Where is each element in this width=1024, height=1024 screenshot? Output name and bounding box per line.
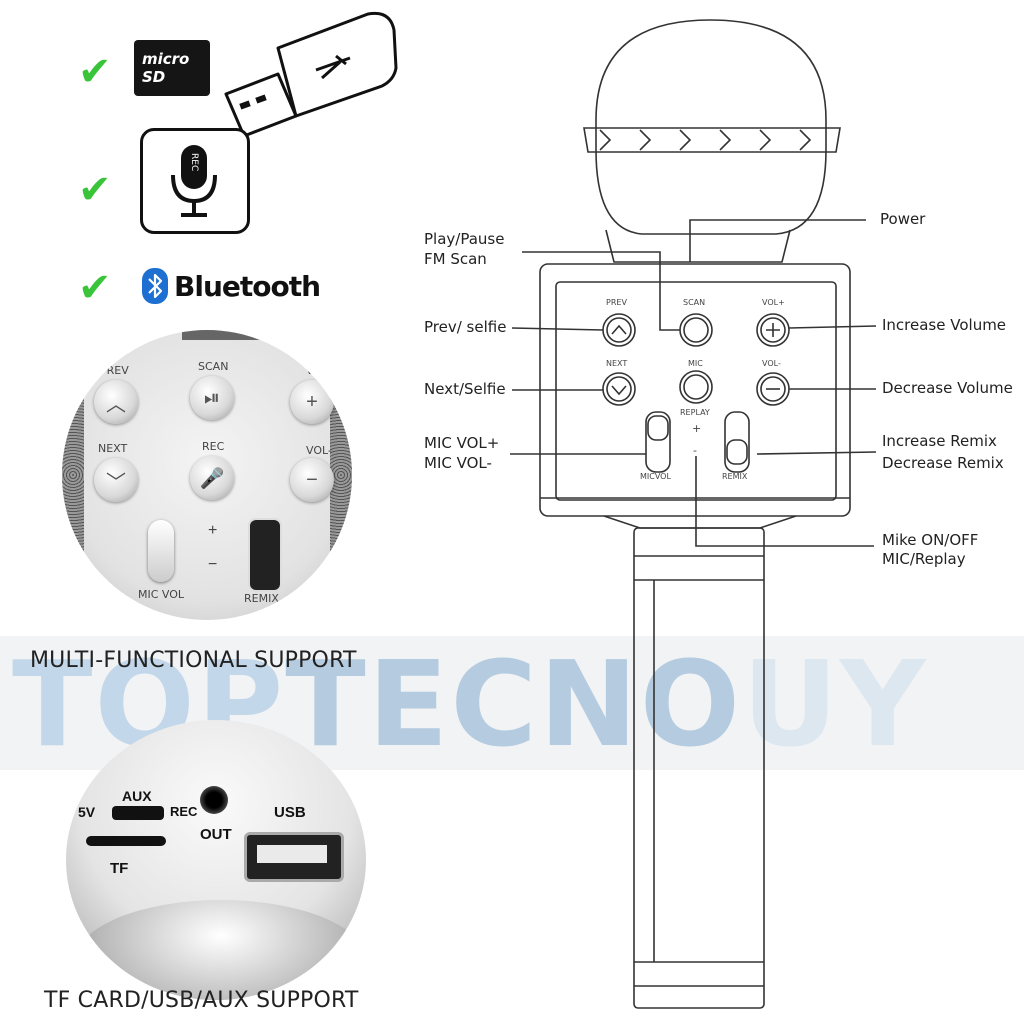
callout-mic-vol-minus: MIC VOL- [424, 454, 492, 472]
watermark: TOPTECNOUY [12, 645, 927, 763]
bluetooth-label: Bluetooth [174, 270, 321, 303]
prev-button[interactable]: ︿ [94, 380, 138, 424]
microsd-label: micro SD [142, 50, 190, 86]
chrome-base [76, 900, 366, 1000]
next-label: NEXT [98, 442, 128, 455]
callout-power: Power [880, 210, 926, 228]
callout-mic-replay: MIC/Replay [882, 550, 966, 568]
rec-label-closeup: REC [202, 440, 225, 453]
tf-card-slot[interactable] [86, 836, 166, 846]
callout-next-selfie: Next/Selfie [424, 380, 506, 398]
callout-mike-on-off: Mike ON/OFF [882, 531, 979, 549]
rec-button[interactable]: 🎤 [190, 456, 234, 500]
panel-scan-label: SCAN [683, 298, 706, 307]
remix-label: REMIX [244, 592, 279, 605]
callout-fm-scan: FM Scan [424, 250, 487, 268]
panel-vol-plus-label: VOL+ [762, 298, 785, 307]
minus-label: − [208, 556, 218, 573]
callout-prev-selfie: Prev/ selfie [424, 318, 507, 336]
out-label: OUT [200, 826, 232, 843]
mic-neck [605, 229, 791, 263]
top-edge [182, 330, 262, 340]
ports-closeup: AUX 5V REC OUT USB TF [66, 720, 366, 1000]
plus-label: + [208, 522, 218, 539]
speaker-grille-right [330, 390, 352, 560]
usb-port[interactable] [244, 832, 344, 882]
panel-vol-minus-label: VOL- [762, 359, 781, 368]
speaker-grille-left [62, 390, 84, 560]
scan-label: SCAN [198, 360, 229, 373]
button-panel-closeup: PREV SCAN VOL ︿ ⏯ + NEXT REC VOL- ﹀ 🎤 − … [62, 330, 352, 620]
panel-micvol-label: MICVOL [640, 472, 671, 481]
panel-minus-label: - [693, 444, 697, 457]
callout-increase-volume: Increase Volume [882, 316, 1007, 334]
panel-replay-label: REPLAY [680, 408, 710, 417]
vol-plus-label: VOL [306, 364, 329, 377]
callout-decrease-volume: Decrease Volume [882, 379, 1013, 397]
callout-mic-vol-plus: MIC VOL+ [424, 434, 500, 452]
tf-usb-aux-caption: TF CARD/USB/AUX SUPPORT [44, 988, 359, 1013]
mic-vol-label: MIC VOL [138, 588, 185, 601]
watermark-part-2: TECNO [285, 635, 743, 773]
callout-decrease-remix: Decrease Remix [882, 454, 1004, 472]
mic-handle [633, 527, 765, 1009]
usb-stick-icon [224, 11, 398, 138]
vol-minus-label: VOL- [306, 444, 332, 457]
rec-mic-icon: REC [140, 128, 250, 234]
check-icon: ✔ [78, 167, 112, 213]
panel-next-label: NEXT [606, 359, 628, 368]
usb-label: USB [274, 804, 306, 821]
rec-label: REC [189, 153, 199, 172]
tf-label: TF [110, 860, 129, 877]
mic-head [595, 19, 827, 235]
micro-usb-port[interactable] [112, 806, 164, 820]
panel-plus-label: + [692, 422, 702, 435]
check-icon: ✔ [78, 265, 112, 311]
prev-label: PREV [100, 364, 129, 377]
next-button[interactable]: ﹀ [94, 458, 138, 502]
rec-port-label: REC [170, 804, 198, 819]
vol-plus-button[interactable]: + [290, 380, 334, 424]
callout-increase-remix: Increase Remix [882, 432, 997, 450]
check-icon: ✔ [78, 49, 112, 95]
vol-minus-button[interactable]: − [290, 458, 334, 502]
remix-slider[interactable] [248, 518, 282, 592]
panel-prev-label: PREV [606, 298, 627, 307]
mic-vol-slider[interactable] [148, 520, 174, 582]
microsd-icon: micro SD [134, 40, 210, 96]
multi-functional-caption: MULTI-FUNCTIONAL SUPPORT [30, 648, 357, 673]
scan-button[interactable]: ⏯ [190, 376, 234, 420]
panel-remix-label: REMIX [722, 472, 748, 481]
mic-ring [583, 127, 841, 153]
five-v-label: 5V [78, 804, 96, 820]
panel-mic-label: MIC [688, 359, 703, 368]
bluetooth-icon [142, 268, 168, 304]
aux-out-jack[interactable] [200, 786, 228, 814]
watermark-part-3: UY [742, 635, 928, 773]
callout-play-pause: Play/Pause [424, 230, 505, 248]
aux-label: AUX [122, 788, 152, 804]
